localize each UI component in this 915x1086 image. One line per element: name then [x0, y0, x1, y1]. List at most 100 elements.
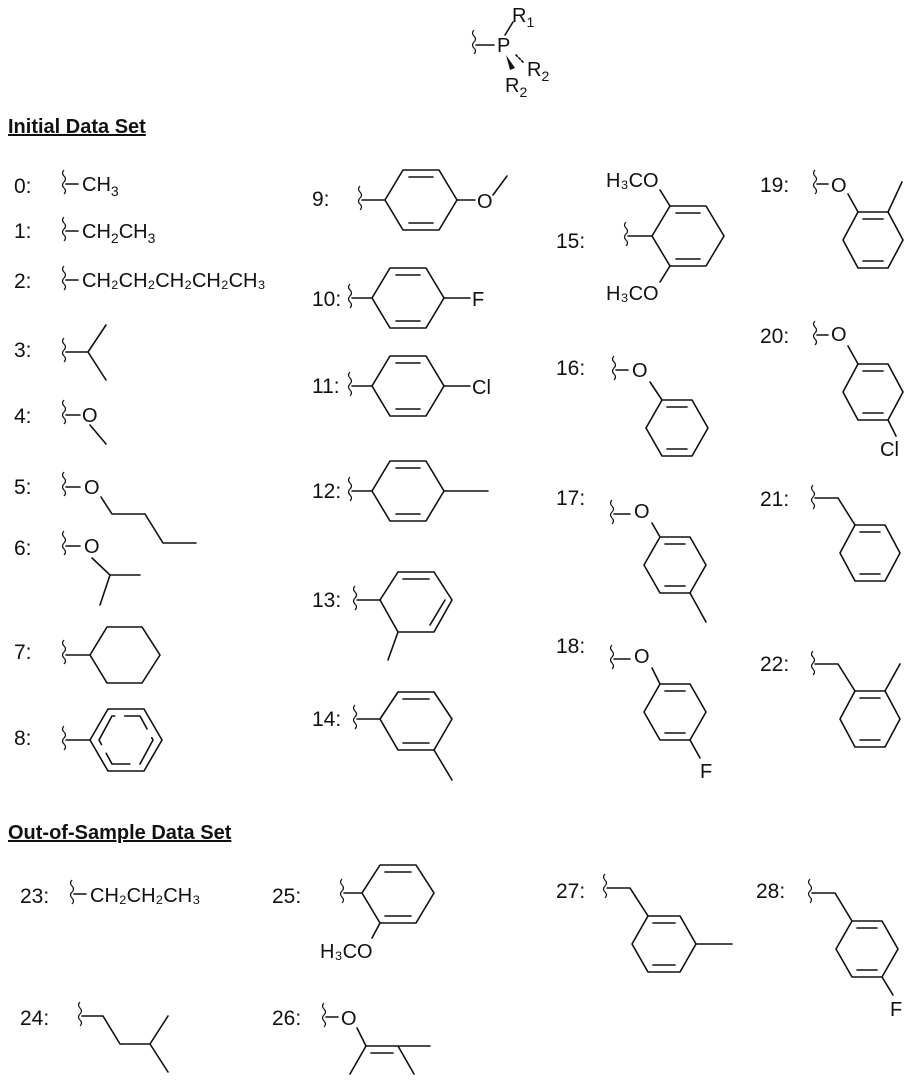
entry-label-14: 14: [312, 708, 341, 731]
wavy-bond-icon [61, 530, 67, 556]
entry-label-7: 7: [14, 641, 32, 664]
phosphorus-atom: P [497, 35, 510, 57]
entry-label-3: 3: [14, 339, 32, 362]
oxygen-atom: O [82, 405, 98, 427]
entry-label-0: 0: [14, 175, 32, 198]
bond [689, 739, 701, 759]
wavy-bond-icon [810, 484, 816, 510]
bond [659, 189, 671, 207]
bond [89, 424, 107, 445]
wavy-bond-icon [602, 873, 608, 899]
benzene-ring [645, 399, 709, 457]
substituent-21 [810, 484, 901, 582]
benzene-ring [842, 363, 904, 421]
bond [504, 21, 514, 36]
entry-label-15: 15: [556, 230, 585, 253]
fluorine-atom: F [472, 289, 484, 311]
substituent-14 [352, 691, 453, 781]
substituent-13 [352, 571, 453, 661]
oxygen-atom: O [831, 175, 847, 197]
bond [651, 667, 661, 685]
wavy-bond-icon [61, 265, 67, 291]
wavy-bond-icon [61, 216, 67, 242]
wavy-bond-icon [321, 1002, 327, 1028]
entry-label-8: 8: [14, 727, 32, 750]
bond [87, 351, 107, 381]
wavy-bond-icon [352, 704, 358, 730]
bond [887, 181, 903, 213]
wavy-bond-icon [609, 644, 615, 670]
phosphine-core-structure: P R1 R2 R2 [471, 5, 549, 100]
substituent-0: CH3 [61, 169, 119, 199]
substituent-8 [61, 708, 163, 772]
entry-label-21: 21: [760, 488, 789, 511]
pentyl-formula: CH₂CH₂CH₂CH₂CH₃ [82, 270, 266, 292]
wavy-bond-icon [61, 399, 67, 425]
wavy-bond-icon [339, 878, 345, 904]
dashed-bond [515, 54, 525, 64]
substituent-3 [61, 324, 107, 381]
r1-label: R1 [512, 5, 534, 30]
isopropyl-bonds [91, 557, 141, 576]
entry-label-24: 24: [20, 1007, 49, 1030]
entry-label-26: 26: [272, 1007, 301, 1030]
entry-label-6: 6: [14, 537, 32, 560]
wavy-bond-icon [611, 355, 617, 381]
entry-label-2: 2: [14, 270, 32, 293]
benzene-ring [631, 915, 697, 973]
entry-label-13: 13: [312, 589, 341, 612]
methoxy-group-label: H₃CO [606, 170, 659, 192]
benzene-ring [371, 460, 445, 522]
wedge-bond [506, 55, 515, 70]
oxygen-atom: O [632, 360, 648, 382]
wavy-bond-icon [69, 879, 75, 905]
substituent-5: O [61, 471, 197, 544]
bond [429, 599, 446, 626]
wavy-bond-icon [810, 650, 816, 676]
section-title-initial: Initial Data Set [8, 116, 146, 138]
bond [99, 574, 111, 606]
wavy-bond-icon [623, 221, 629, 247]
wavy-bond-icon [61, 169, 67, 195]
substituent-26: O [321, 1002, 431, 1075]
substituent-25: H₃CO [320, 864, 435, 963]
benzene-ring [371, 355, 445, 417]
r2-label: R2 [527, 59, 549, 84]
substituent-20: O Cl [812, 320, 904, 461]
substituent-17: O [609, 499, 707, 623]
methoxy-group-label: H₃CO [606, 283, 659, 305]
substituent-28: F [807, 878, 902, 1021]
benzene-ring [371, 267, 445, 329]
benzyl-methylene [606, 887, 649, 917]
isopropyl-bonds [65, 324, 107, 353]
bond [651, 522, 661, 538]
substituent-9: O [357, 169, 508, 231]
substituent-27 [602, 873, 733, 973]
benzene-ring [379, 571, 453, 633]
benzene-ring [89, 708, 163, 772]
entry-label-19: 19: [760, 174, 789, 197]
bond [881, 976, 894, 996]
bond [884, 663, 901, 692]
ethyl-formula: CH2CH3 [82, 221, 156, 246]
wavy-bond-icon [61, 639, 67, 665]
bond [689, 592, 707, 623]
oxygen-atom: O [634, 646, 650, 668]
bond [149, 1043, 169, 1073]
benzene-ring [361, 864, 435, 924]
wavy-bond-icon [812, 320, 818, 346]
substituent-16: O [611, 355, 709, 457]
methyl-formula: CH3 [82, 174, 119, 199]
substituent-6: O [61, 530, 141, 606]
entry-label-10: 10: [312, 288, 341, 311]
benzene-ring [651, 205, 725, 267]
substituent-4: O [61, 399, 107, 445]
substituent-24 [77, 1001, 169, 1073]
entry-label-17: 17: [556, 487, 585, 510]
wavy-bond-icon [347, 476, 353, 502]
benzene-ring-partial [349, 1045, 415, 1075]
bond [887, 419, 897, 437]
entry-label-28: 28: [756, 880, 785, 903]
benzene-ring [643, 683, 707, 741]
